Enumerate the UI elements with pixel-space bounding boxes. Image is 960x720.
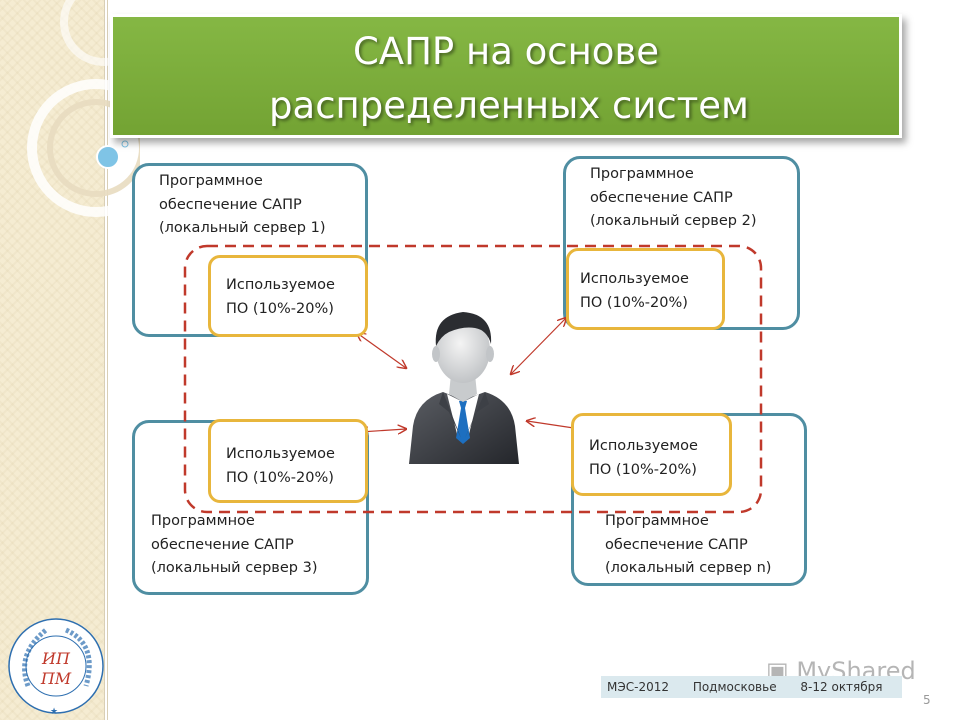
academy-logo: ИП ПМ ★: [8, 618, 104, 717]
title-line-1: САПР на основе: [352, 30, 660, 73]
svg-text:ИП: ИП: [41, 649, 71, 668]
footer-dates: 8-12 октября: [800, 680, 883, 694]
sidebar-divider: [104, 0, 105, 720]
page-number: 5: [923, 693, 931, 707]
link-arrow-2: [511, 318, 566, 374]
sidebar-divider: [107, 0, 108, 720]
decorative-circles: [27, 0, 140, 217]
svg-text:ПМ: ПМ: [40, 669, 72, 688]
footer-conference: МЭС-2012: [607, 680, 669, 694]
user-person-icon: [409, 312, 519, 464]
link-arrow-1: [357, 333, 406, 368]
decorative-sidebar: [0, 0, 105, 720]
used-software-box-1: [208, 255, 368, 337]
slide-title: САПР на основе распределенных систем: [110, 14, 902, 138]
footer-place: Подмосковье: [692, 680, 777, 694]
slide-footer: МЭС-2012 Подмосковье 8-12 октября: [601, 676, 902, 698]
title-line-2: распределенных систем: [269, 84, 749, 127]
used-software-box-3: [208, 419, 368, 503]
used-software-box-n: [571, 413, 732, 496]
used-software-box-2: [566, 248, 725, 330]
svg-text:★: ★: [50, 707, 58, 717]
